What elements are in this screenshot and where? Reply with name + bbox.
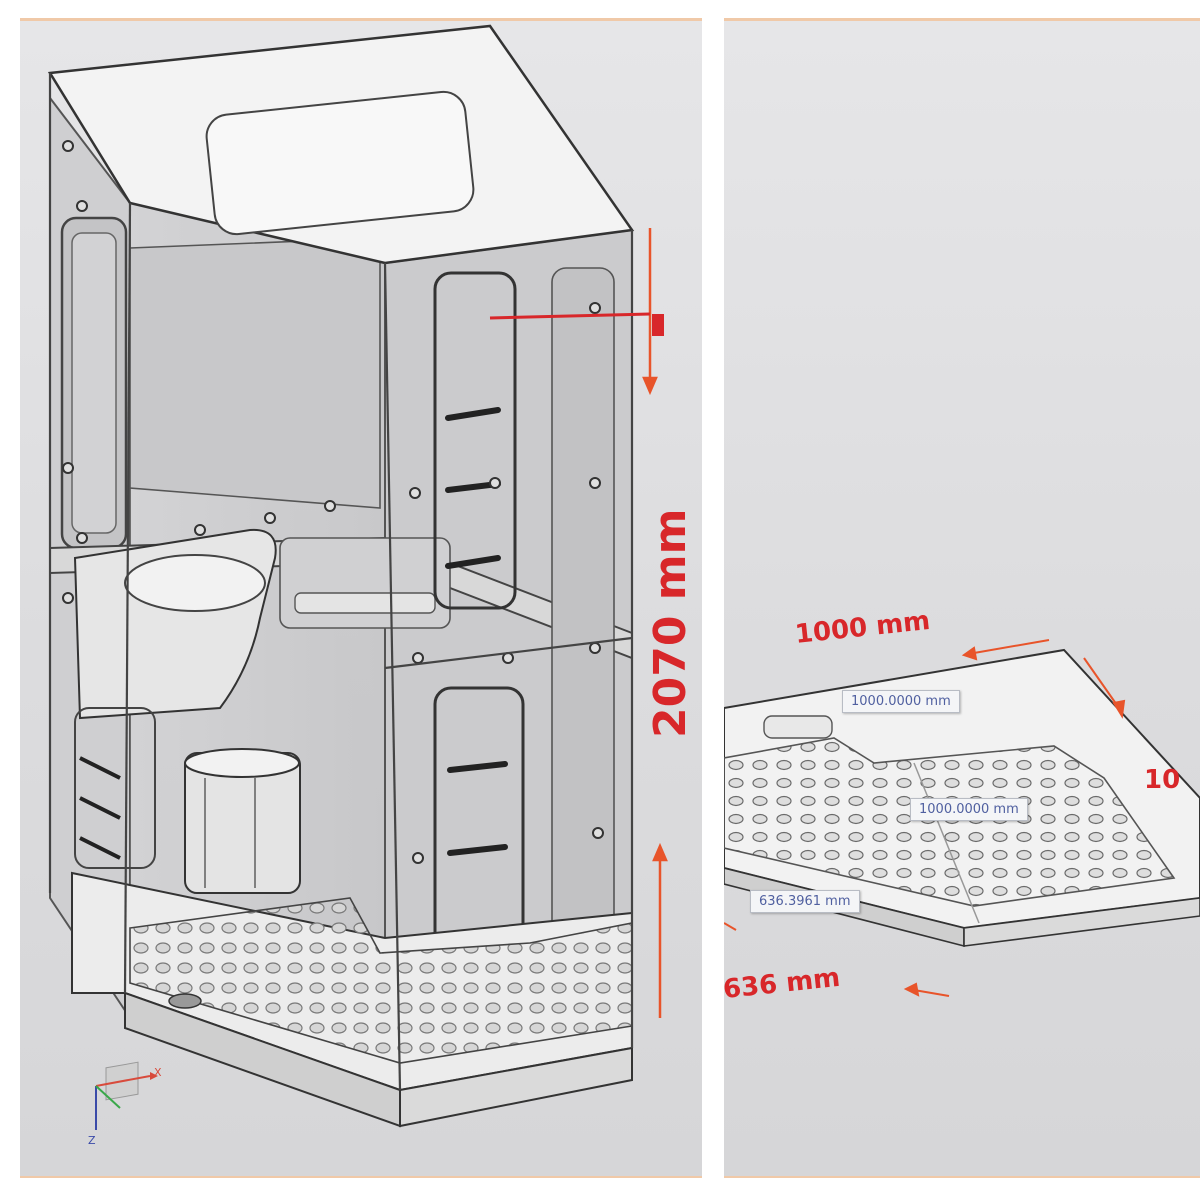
cabin-drawing: 2070 mm X Z [47,24,696,1147]
base-measurement-view: 1000 mm 10 636 mm 1000.0000 mm 1000.0000… [724,18,1200,1178]
measurement-label-middle: 1000.0000 mm [910,798,1028,821]
shower-base [71,871,633,1128]
height-dimension-arrows [489,228,668,1018]
panel-top-border [724,18,1200,21]
measurement-label-front: 636.3961 mm [750,890,860,913]
height-dimension-label: 2070 mm [645,509,696,738]
panel-top-border [20,18,702,21]
panel-bottom-border [20,1176,702,1178]
measurement-label-top: 1000.0000 mm [842,690,960,713]
panel-bottom-border [724,1176,1200,1178]
top-edge-dimension: 1000 mm [794,606,932,650]
cabin-3d-view: 2070 mm X Z [20,18,702,1178]
front-glass-edges [48,73,634,1091]
base-drawing: 1000 mm 10 636 mm [724,606,1200,1005]
shower-tray [724,648,1200,948]
cabin-roof [47,24,635,265]
bolt-markers [62,140,604,1034]
toilet [184,748,301,894]
vanity-unit [49,528,633,720]
axis-z-label: Z [88,1134,96,1147]
right-edge-dimension: 10 [1144,765,1180,795]
dimension-arrows [724,639,1126,997]
front-edge-dimension: 636 mm [724,963,842,1005]
axis-x-label: X [154,1066,162,1079]
axis-triad: X Z [88,1061,162,1147]
